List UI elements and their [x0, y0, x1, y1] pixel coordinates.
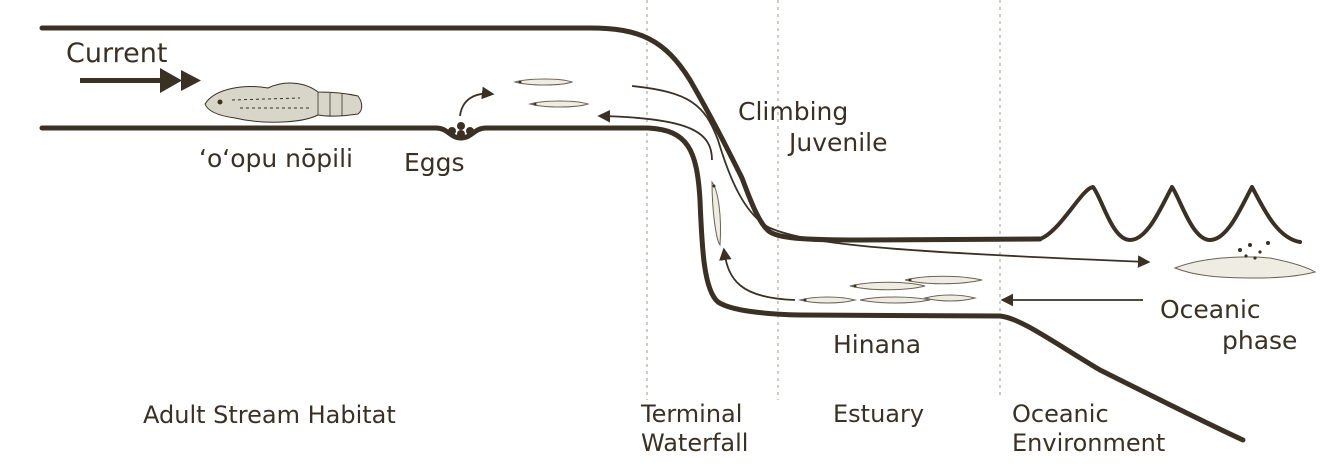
flow-arrows — [459, 85, 1151, 307]
zone-dividers — [646, 0, 1001, 400]
hinana-label: Hinana — [833, 330, 921, 359]
climbing-juvenile-label-line2: Juvenile — [787, 128, 888, 157]
oceanic-phase-fish — [1173, 241, 1317, 279]
climbing-juvenile-fish — [711, 180, 721, 247]
oceanic-phase-label-line2: phase — [1222, 326, 1297, 355]
current-arrow — [80, 68, 201, 93]
adult-fish-label: ʻoʻopu nōpili — [199, 144, 353, 173]
stream-channel — [39, 25, 1302, 443]
zone-oceanic-environment-line1: Oceanic — [1012, 400, 1109, 428]
adult-fish-goby — [204, 82, 363, 123]
eggs-label: Eggs — [404, 148, 465, 177]
zone-estuary: Estuary — [833, 400, 924, 428]
climbing-juvenile-label-line1: Climbing — [738, 97, 848, 126]
hinana-school — [798, 275, 983, 304]
larvae-group — [513, 78, 590, 108]
arrow-climb-upstream — [597, 109, 713, 161]
arrow-downstream-larvae — [631, 85, 1151, 268]
current-label: Current — [66, 38, 167, 69]
oceanic-phase-label-line1: Oceanic — [1160, 295, 1261, 324]
ocean-waves — [1038, 185, 1302, 244]
zone-oceanic-environment-line2: Environment — [1012, 429, 1165, 457]
zone-adult-stream-habitat: Adult Stream Habitat — [143, 401, 396, 429]
arrow-eggs-hatch — [459, 86, 495, 117]
zone-terminal-waterfall-line1: Terminal — [640, 400, 742, 428]
stream-bottom-bank — [39, 125, 1246, 443]
arrow-climb-waterfall — [719, 247, 796, 301]
stream-top-bank — [39, 25, 1043, 243]
zone-terminal-waterfall-line2: Waterfall — [641, 429, 748, 457]
eggs-cluster — [448, 122, 474, 138]
